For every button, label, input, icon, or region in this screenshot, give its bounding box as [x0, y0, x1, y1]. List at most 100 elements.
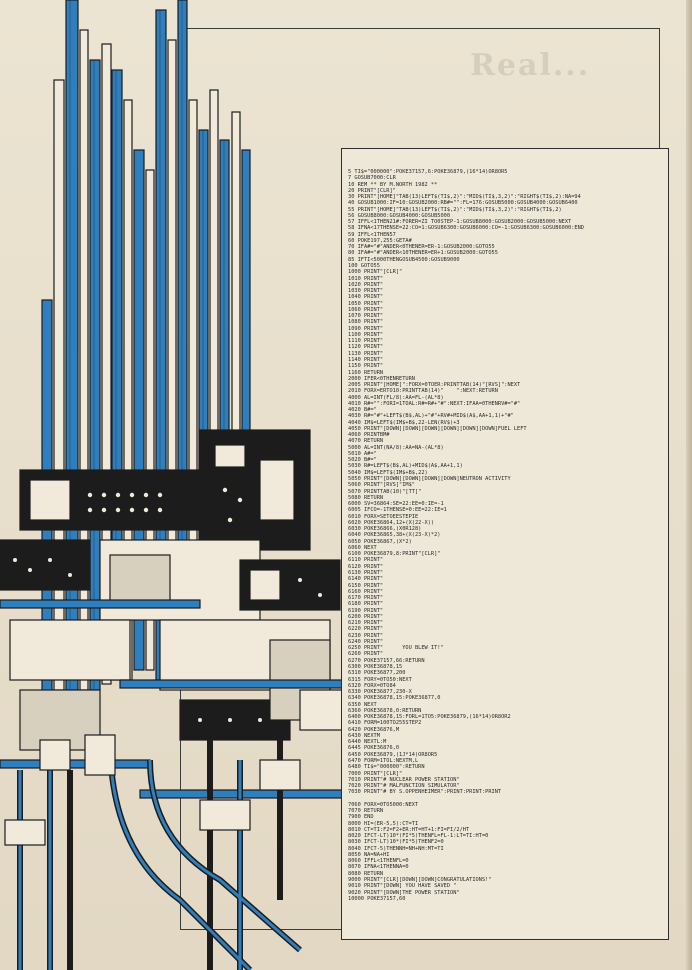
code-line: 6060 NEXT	[348, 544, 377, 551]
code-line: 8000 HI=(ER-5,5):CT=TI	[348, 820, 419, 827]
code-line: 6210 PRINT"	[348, 620, 384, 627]
code-line: 1110 PRINT"	[348, 338, 384, 345]
code-line: 7070 RETURN	[348, 808, 384, 815]
code-line: 6100 POKE36879,8:PRINT"[CLR]"	[348, 551, 441, 558]
code-line: 59 IFFL<1THEN57	[348, 231, 396, 238]
code-line: 6240 PRINT"	[348, 638, 384, 645]
code-line: 1130 PRINT"	[348, 350, 384, 357]
code-line: 56 GOSUB8000:GOSUB4000:GOSUB5000	[348, 212, 451, 219]
code-line: 4020 B#="	[348, 407, 377, 414]
code-line: 6110 PRINT"	[348, 557, 384, 564]
code-line: 8070 IFNA<1THENNA=0	[348, 864, 409, 871]
code-line: 30 PRINT"[HOME]"TAB(13)LEFT$(TI$,2)":"MI…	[348, 194, 581, 201]
code-line: 6050 POKE36867,(X*2)	[348, 538, 412, 545]
code-line: 6250 PRINT" YOU BLEW IT!"	[348, 645, 444, 652]
code-line: 57 IFFL<1THEN21#:FORER=ZI TO0STEP-1:GOSU…	[348, 219, 572, 226]
code-line: 8040 IFCT-5)THENNH=NH+NH:MT=TI	[348, 845, 444, 852]
code-line: 1040 PRINT"	[348, 294, 384, 301]
code-line: 7900 END	[348, 814, 374, 821]
code-line: 1000 PRINT"[CLR]"	[348, 269, 403, 276]
code-line: 6320 FORX=0TO84	[348, 682, 396, 689]
code-line: 5040 IM$=LEFT$(IM$+B$,22)	[348, 469, 428, 476]
code-line: 6230 PRINT"	[348, 632, 384, 639]
code-line: 1150 PRINT"	[348, 363, 384, 370]
code-line: 1010 PRINT"	[348, 275, 384, 282]
code-line: 6220 PRINT"	[348, 626, 384, 633]
code-line: 58 IFNA<17THENSE=22:CO=1:GOSUB6300:GOSUB…	[348, 225, 584, 232]
code-line: 4050 PRINT"[DOWN][DOWN][DOWN][DOWN][DOWN…	[348, 425, 527, 432]
code-line: 5060 PRINT"[RVS]"IM$"	[348, 482, 415, 489]
code-line: 9010 PRINT"[DOWN] YOU HAVE SAVED "	[348, 883, 457, 890]
code-line: 1030 PRINT"	[348, 288, 384, 295]
code-line: 40 GOSUB1000:IF=10:GOSUB2000:RB#="":FL=1…	[348, 200, 578, 207]
code-line: 7010 PRINT"# NUCLEAR POWER STATION"	[348, 776, 460, 783]
code-line: 1080 PRINT"	[348, 319, 384, 326]
code-line: 6140 PRINT"	[348, 576, 384, 583]
code-line: 6350 NEXT	[348, 701, 377, 708]
code-line: 7060 FORX=0TO5000:NEXT	[348, 801, 419, 808]
code-line: 6430 NEXTM	[348, 732, 380, 739]
code-line: 6020 POKE36864,12+(X(22-X))	[348, 519, 435, 526]
code-line: 5 TI$="000000":POKE37157,6:POKE36879,(16…	[348, 169, 508, 175]
code-line: 6170 PRINT"	[348, 595, 384, 602]
code-line: 2000 IFER<0THENRETURN	[348, 375, 415, 382]
page-edge	[686, 0, 692, 970]
code-line: 55 PRINT"[HOME]"TAB(13)LEFT$(TI$,2)":"MI…	[348, 206, 562, 213]
code-line: 5050 PRINT"[DOWN][DOWN][DOWN][DOWN]NEUTR…	[348, 476, 511, 483]
code-line: 6340 POKE36878,15:POKE36877,0	[348, 695, 441, 702]
code-line: 8020 IFCT-LT)10*(FI*5)THENFL=FL-1:LT=TI:…	[348, 833, 489, 840]
code-line: 6270 POKE37157,66:RETURN	[348, 657, 425, 664]
code-line: 1060 PRINT"	[348, 306, 384, 313]
code-line: 1020 PRINT"	[348, 281, 384, 288]
code-line: 7 GOSUB7000:CLR	[348, 175, 396, 182]
code-line: 6480 TI$="000000":RETURN	[348, 764, 425, 771]
code-line: 1050 PRINT"	[348, 300, 384, 307]
code-line: 6440 NEXTL:M	[348, 739, 387, 746]
code-line: 4000 AL=INT(FL/8):AA=FL-(AL*8)	[348, 394, 444, 401]
code-line: 6410 FORM=100TO255STEP2	[348, 720, 422, 727]
ghost-heading: Real...	[470, 48, 591, 83]
code-line: 6010 FORX=SETOEESTEPIE	[348, 513, 419, 520]
code-line: 6130 PRINT"	[348, 570, 384, 576]
code-line: 6180 PRINT"	[348, 601, 384, 608]
code-line: 6450 POKE36879,(1J*14)OR8OR5	[348, 751, 438, 758]
code-line: 6000 SV=36864:SE=22:EE=0:IE=-1	[348, 501, 444, 508]
code-line: 2005 PRINT"[HOME]":FORX=0TOER:PRINTTAB(1…	[348, 382, 521, 389]
code-line: 10000 POKE37157,60	[348, 895, 406, 902]
code-line: 6030 POKE36866,(X0R128)	[348, 526, 422, 533]
code-line: 6315 FORY=0TO50:NEXT	[348, 676, 412, 683]
code-line: 100 GOTO55	[348, 262, 380, 269]
code-line: 6330 POKE36877,230-X	[348, 689, 412, 696]
code-line: 7030 PRINT"# BY S.OPPENHEIMER":PRINT:PRI…	[348, 789, 502, 796]
code-line: 1090 PRINT"	[348, 325, 384, 332]
code-line: 9020 PRINT"[DOWN]THE POWER STATION"	[348, 889, 460, 896]
code-line: 20 PRINT"[CLR]"	[348, 187, 396, 194]
code-line: 2010 FORX=ERTO10:PRINTTAB(14)" ":NEXT:RE…	[348, 388, 498, 395]
basic-program-listing: 5 TI$="000000":POKE37157,6:POKE36879,(16…	[341, 148, 669, 940]
code-line: 6400 POKE36878,15:FORL=1TO5:POKE36879,(1…	[348, 714, 511, 721]
code-line: 8080 RETURN	[348, 870, 384, 877]
code-line: 5030 R#=LEFT$(B$,AL)+MID$(A$,AA+1,1)	[348, 463, 463, 470]
code-line: 1140 PRINT"	[348, 356, 384, 363]
reactor-illustration	[0, 0, 361, 970]
code-line: 6260 PRINT"	[348, 651, 384, 658]
code-line: 6120 PRINT"	[348, 563, 384, 570]
code-line: 5010 A#="	[348, 450, 377, 457]
code-line: 85 IFTI<5000THENGOSUB4500:GOSUB9000	[348, 256, 460, 263]
code-line: 4040 IM$=LEFT$(IM$+B$,22-LEN(RV$)+3	[348, 419, 460, 426]
code-line: 6470 FORM=1TOL:NEXTM,L	[348, 757, 419, 764]
code-line: 6360 POKE36878,0:RETURN	[348, 707, 422, 714]
code-line: 6150 PRINT"	[348, 582, 384, 589]
code-line: 8060 IFFL<1THENFL=0	[348, 858, 409, 865]
code-line: 6200 PRINT"	[348, 613, 384, 620]
code-line: 5070 PRINTTAB(10)"[TT]"	[348, 488, 422, 495]
code-line: 6310 POKE36877,200	[348, 670, 406, 677]
code-line: 4060 PRINTBM#	[348, 432, 390, 439]
code-line: 1070 PRINT"	[348, 313, 384, 320]
code-line: 4030 R#="#"+LEFT$(B$,AL)+"#"+RV#+MID$(A$…	[348, 413, 514, 420]
code-line: 6420 POKE36876,M	[348, 726, 400, 733]
code-line: 6445 POKE36876,0	[348, 745, 400, 752]
code-line: 8010 CT=TI:F2=F2+ER:HT=HT+1:FI=FI/2/HT	[348, 826, 470, 833]
code-line: 6160 PRINT"	[348, 588, 384, 595]
